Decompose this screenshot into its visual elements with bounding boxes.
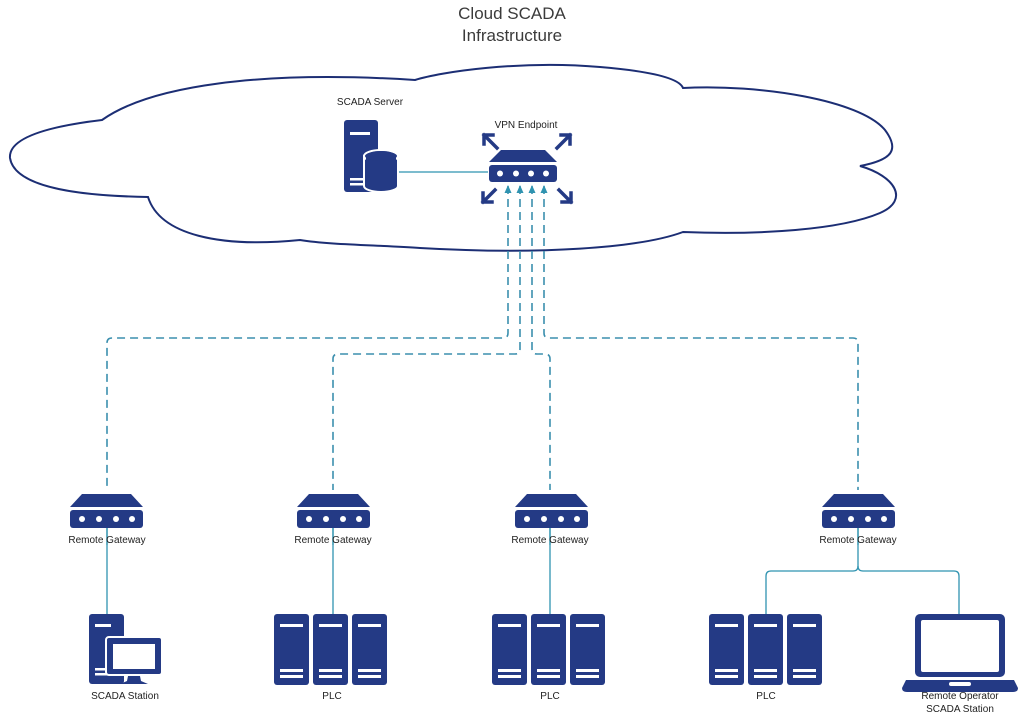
plc-label: PLC: [756, 691, 776, 702]
remote-operator-label-line1: Remote Operator: [921, 691, 999, 702]
diagram-title-line1: Cloud SCADA: [458, 4, 566, 23]
remote-gateway-1: [70, 494, 143, 528]
server-database-icon: [344, 120, 399, 193]
plc-label: PLC: [540, 691, 560, 702]
remote-gateway-label: Remote Gateway: [294, 535, 372, 546]
plc-unit: [748, 614, 783, 685]
remote-gateway-3: [515, 494, 588, 528]
scada-server-label: SCADA Server: [336, 97, 404, 108]
gateway-link-overlays: [106, 528, 859, 545]
plc-label: PLC: [322, 691, 342, 702]
workstation-icon: [89, 614, 163, 684]
diagram-title-line2: Infrastructure: [461, 26, 563, 45]
plc-rack-icon: [492, 614, 605, 685]
vpn-tunnels: [106, 186, 859, 490]
remote-gateway-2: [297, 494, 370, 528]
remote-operator-label-line2: SCADA Station: [926, 704, 994, 715]
plc-unit: [709, 614, 744, 685]
plc-unit: [352, 614, 387, 685]
plc-unit: [274, 614, 309, 685]
expand-arrows-icon: [480, 132, 574, 205]
plc-rack-icon: [709, 614, 822, 685]
vpn-tunnel-arrows: [504, 185, 548, 193]
laptop-icon: [902, 614, 1018, 692]
remote-gateway-label: Remote Gateway: [511, 535, 589, 546]
vpn-tunnel-site-1: [106, 186, 509, 490]
router-icon: [489, 150, 557, 182]
plc-unit: [787, 614, 822, 685]
vpn-tunnel-site-3: [531, 186, 551, 490]
vpn-endpoint-label: VPN Endpoint: [494, 120, 558, 131]
remote-gateway-label: Remote Gateway: [819, 535, 897, 546]
vpn-tunnel-site-2: [332, 186, 521, 490]
plc-unit: [492, 614, 527, 685]
plc-unit: [570, 614, 605, 685]
scada-station-label: SCADA Station: [91, 691, 159, 702]
cloud-outline: [8, 63, 897, 252]
remote-gateway-label: Remote Gateway: [68, 535, 146, 546]
plc-unit: [313, 614, 348, 685]
plc-unit: [531, 614, 566, 685]
vpn-tunnel-site-4: [543, 186, 859, 490]
plc-rack-icon: [274, 614, 387, 685]
remote-gateway-4: [822, 494, 895, 528]
